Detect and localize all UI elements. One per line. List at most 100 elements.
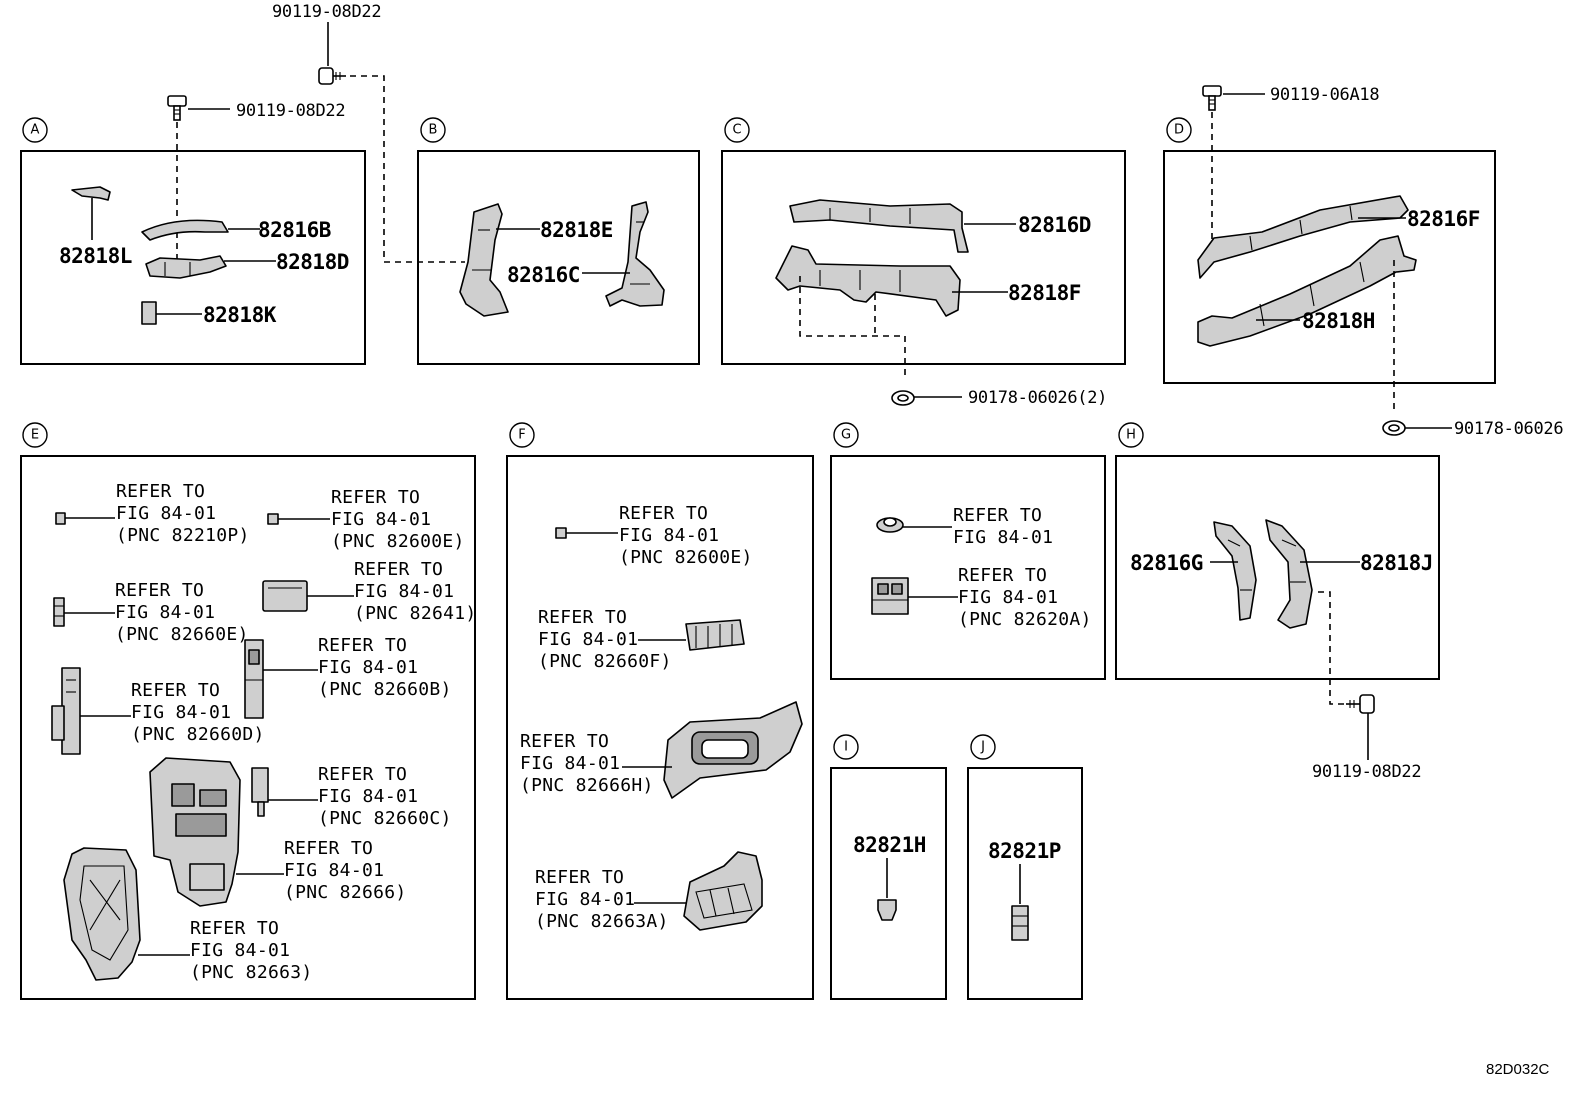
ref-82660C[interactable]: REFER TO FIG 84-01 (PNC 82660C)	[251, 764, 452, 829]
section-frame	[967, 767, 1083, 1000]
section-frame	[1163, 150, 1496, 384]
svg-text:(PNC 82660C): (PNC 82660C)	[318, 808, 452, 829]
ref-82660D[interactable]: REFER TO FIG 84-01 (PNC 82660D)	[51, 667, 265, 755]
svg-text:C: C	[732, 123, 741, 138]
svg-text:(PNC 82663): (PNC 82663)	[190, 962, 313, 983]
svg-text:(PNC 82660D): (PNC 82660D)	[131, 724, 265, 745]
section-frame	[506, 455, 814, 1000]
part-number: 82818E	[540, 218, 613, 242]
fastener-90119-08D22-A[interactable]: 90119-08D22	[167, 95, 346, 262]
ref-82660E[interactable]: REFER TO FIG 84-01 (PNC 82660E)	[53, 580, 249, 645]
section-marker	[970, 734, 996, 760]
part-82818F[interactable]: 82818F	[775, 245, 1081, 317]
fastener-label: 90119-08D22	[236, 101, 345, 121]
section-d: D 82816F 82818H	[1163, 117, 1496, 414]
svg-text:(PNC 82666): (PNC 82666)	[284, 882, 407, 903]
section-frame	[830, 455, 1106, 680]
svg-text:F: F	[518, 428, 525, 443]
ref-82663[interactable]: REFER TO FIG 84-01 (PNC 82663)	[63, 847, 313, 983]
ref-82663A[interactable]: REFER TO FIG 84-01 (PNC 82663A)	[535, 851, 763, 932]
svg-text:REFER TO: REFER TO	[284, 838, 373, 859]
bolt-icon	[1202, 85, 1222, 111]
ref-82620A[interactable]: REFER TO FIG 84-01 (PNC 82620A)	[871, 565, 1092, 630]
svg-text:REFER TO: REFER TO	[131, 680, 220, 701]
part-82816C[interactable]: 82816C	[507, 201, 665, 307]
part-number: 82821P	[988, 839, 1061, 863]
svg-text:(PNC 82666H): (PNC 82666H)	[520, 775, 654, 796]
ref-82210P[interactable]: REFER TO FIG 84-01 (PNC 82210P)	[55, 481, 250, 546]
part-82818E[interactable]: 82818E	[459, 203, 613, 317]
part-number: 82816C	[507, 263, 580, 287]
svg-text:REFER TO: REFER TO	[538, 607, 627, 628]
svg-text:A: A	[31, 123, 40, 138]
section-marker	[22, 117, 48, 143]
part-82818L[interactable]: 82818L	[59, 186, 132, 268]
fastener-90119-08D22-H[interactable]: 90119-08D22	[1312, 694, 1422, 782]
part-82816F[interactable]: 82816F	[1197, 195, 1480, 279]
ref-82641[interactable]: REFER TO FIG 84-01 (PNC 82641)	[262, 559, 477, 624]
part-number: 82818K	[203, 303, 277, 327]
ref-82660F[interactable]: REFER TO FIG 84-01 (PNC 82660F)	[538, 607, 745, 672]
section-e: E REFER TO FIG 84-01 (PNC 82210P) REFER …	[20, 422, 477, 1000]
part-82816G[interactable]: 82816G	[1130, 521, 1257, 621]
cover-icon	[683, 851, 763, 931]
fastener-90178-06026[interactable]: 90178-06026	[1382, 419, 1564, 439]
section-marker	[420, 117, 446, 143]
part-82818J[interactable]: 82818J	[1265, 519, 1433, 629]
section-b: B 82818E 82816C	[417, 117, 700, 365]
svg-text:FIG 84-01: FIG 84-01	[354, 581, 454, 602]
fastener-90119-08D22-top[interactable]: 90119-08D22	[272, 2, 465, 263]
part-82816D[interactable]: 82816D	[789, 199, 1091, 253]
ref-82600E[interactable]: REFER TO FIG 84-01 (PNC 82600E)	[267, 487, 465, 552]
svg-text:REFER TO: REFER TO	[331, 487, 420, 508]
connector-icon	[267, 513, 279, 525]
svg-text:G: G	[841, 428, 851, 443]
section-frame	[20, 455, 476, 1000]
ref-82666H[interactable]: REFER TO FIG 84-01 (PNC 82666H)	[520, 701, 803, 799]
part-number: 82818J	[1360, 551, 1433, 575]
part-82818K[interactable]: 82818K	[141, 301, 277, 327]
fuse-icon	[1011, 905, 1029, 941]
fastener-label: 90119-08D22	[1312, 762, 1421, 782]
part-number: 82816B	[258, 218, 331, 242]
section-marker	[724, 117, 750, 143]
section-a: A 82818L 82816B 82818D 82818K	[20, 117, 366, 365]
part-number: 82816D	[1018, 213, 1091, 237]
svg-text:FIG 84-01: FIG 84-01	[953, 527, 1053, 548]
section-frame	[830, 767, 947, 1000]
part-number: 82816F	[1407, 207, 1480, 231]
fastener-label: 90178-06026	[1454, 419, 1563, 439]
part-number: 82818F	[1008, 281, 1081, 305]
svg-text:REFER TO: REFER TO	[190, 918, 279, 939]
part-82816B[interactable]: 82816B	[141, 218, 331, 242]
svg-text:(PNC 82600E): (PNC 82600E)	[331, 531, 465, 552]
section-f: F REFER TO FIG 84-01 (PNC 82600E) REFER …	[506, 422, 814, 1000]
svg-text:FIG 84-01: FIG 84-01	[619, 525, 719, 546]
ref-82660B[interactable]: REFER TO FIG 84-01 (PNC 82660B)	[244, 635, 452, 719]
svg-text:FIG 84-01: FIG 84-01	[535, 889, 635, 910]
section-marker	[1166, 117, 1192, 143]
section-marker	[509, 422, 535, 448]
svg-text:REFER TO: REFER TO	[318, 635, 407, 656]
section-frame	[417, 150, 700, 365]
svg-text:FIG 84-01: FIG 84-01	[190, 940, 290, 961]
part-82818H[interactable]: 82818H	[1197, 235, 1417, 347]
svg-text:REFER TO: REFER TO	[318, 764, 407, 785]
fastener-90178-06026-2[interactable]: 90178-06026(2)	[891, 388, 1107, 408]
section-marker	[833, 422, 859, 448]
svg-text:REFER TO: REFER TO	[958, 565, 1047, 586]
section-marker	[833, 734, 859, 760]
svg-text:(PNC 82663A): (PNC 82663A)	[535, 911, 669, 932]
relay-icon	[53, 597, 65, 627]
fastener-90119-06A18[interactable]: 90119-06A18	[1202, 85, 1380, 240]
part-82821H[interactable]: 82821H	[853, 833, 926, 921]
svg-text:H: H	[1126, 428, 1136, 443]
section-frame	[20, 150, 366, 365]
ref-f-82600E[interactable]: REFER TO FIG 84-01 (PNC 82600E)	[555, 503, 753, 568]
svg-text:(PNC 82620A): (PNC 82620A)	[958, 609, 1092, 630]
part-82818D[interactable]: 82818D	[145, 250, 349, 279]
ref-g-grommet[interactable]: REFER TO FIG 84-01	[876, 505, 1053, 548]
part-82821P[interactable]: 82821P	[988, 839, 1061, 941]
section-h: H 82816G 82818J	[1115, 422, 1440, 705]
ref-82666[interactable]: REFER TO FIG 84-01 (PNC 82666)	[149, 757, 407, 907]
